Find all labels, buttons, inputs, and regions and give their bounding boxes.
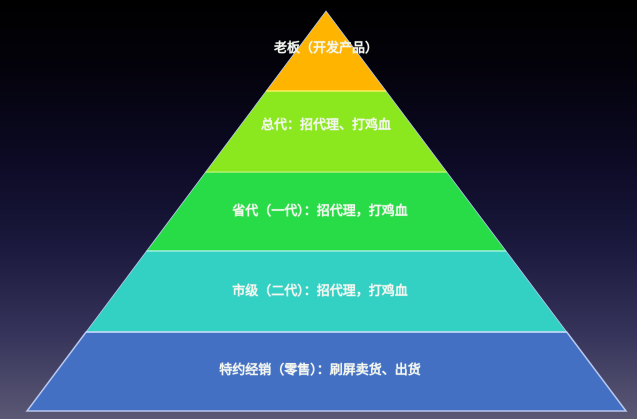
layer-label-boss: 老板（开发产品） [273, 41, 378, 56]
layer-label-general-agent: 总代：招代理、打鸡血 [260, 118, 391, 133]
layer-label-provincial-agent: 省代（一代）：招代理，打鸡血 [232, 204, 408, 219]
layer-label-city-agent: 市级（二代）：招代理，打鸡血 [232, 284, 408, 299]
layer-label-special-distributor: 特约经销（零售）：刷屏卖货、出货 [219, 363, 421, 378]
